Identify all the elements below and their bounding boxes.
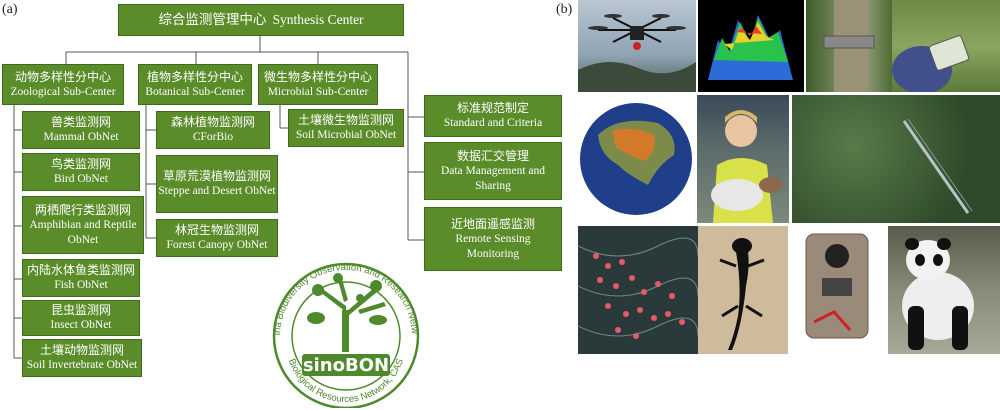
service-label-zh: 数据汇交管理 [456, 149, 529, 164]
obnet-box-bird: 鸟类监测网 Bird ObNet [22, 153, 140, 191]
lidar-point-cloud-icon [708, 15, 793, 80]
obnet-box-cforbio: 森林植物监测网 CForBio [156, 111, 270, 149]
obnet-box-fish: 内陆水体鱼类监测网 Fish ObNet [22, 259, 140, 297]
obnet-box-amphibian-reptile: 两栖爬行类监测网 Amphibian and Reptile ObNet [22, 196, 144, 254]
photo-field-device [892, 0, 1000, 92]
photo-salamander [698, 226, 788, 354]
photo-camera-trap [790, 226, 888, 354]
obnet-label-zh: 内陆水体鱼类监测网 [26, 263, 135, 278]
obnet-box-soil-microbial: 土壤微生物监测网 Soil Microbial ObNet [288, 109, 404, 147]
tree-trunk-icon [823, 0, 875, 92]
salamander-icon [719, 238, 765, 350]
obnet-box-insect: 昆虫监测网 Insect ObNet [22, 300, 140, 336]
canopy-crane-icon [902, 118, 973, 214]
zoological-subcenter-box: 动物多样性分中心 Zoological Sub-Center [2, 64, 124, 105]
obnet-box-steppe-desert: 草原荒漠植物监测网 Steppe and Desert ObNet [156, 155, 278, 213]
center-label-en: Synthesis Center [272, 11, 364, 27]
obnet-label-en: Forest Canopy ObNet [166, 239, 268, 252]
obnet-label-zh: 兽类监测网 [50, 115, 111, 130]
service-label-en: Standard and Criteria [443, 117, 543, 130]
photo-globe [578, 95, 694, 223]
obnet-label-en: Soil Invertebrate ObNet [26, 359, 138, 372]
camera-trap-icon [805, 233, 869, 339]
photo-panda [888, 226, 1000, 354]
obnet-label-zh: 林冠生物监测网 [174, 223, 259, 238]
panel-label-a: (a) [2, 2, 18, 17]
obnet-label-zh: 草原荒漠植物监测网 [162, 169, 271, 184]
obnet-label-zh: 两栖爬行类监测网 [34, 203, 131, 218]
obnet-box-forest-canopy: 林冠生物监测网 Forest Canopy ObNet [156, 219, 278, 257]
synthesis-center-box: 综合监测管理中心 Synthesis Center [118, 4, 404, 36]
obnet-label-zh: 鸟类监测网 [50, 157, 111, 172]
center-label-zh: 综合监测管理中心 [158, 11, 267, 27]
obnet-box-soil-invertebrate: 土壤动物监测网 Soil Invertebrate ObNet [22, 339, 142, 377]
obnet-box-mammal: 兽类监测网 Mammal ObNet [22, 111, 140, 149]
logo-name-text: sinoBON [303, 355, 389, 376]
panda-icon [902, 238, 974, 350]
obnet-label-zh: 土壤微生物监测网 [297, 113, 394, 128]
service-label-zh: 近地面遥感监测 [450, 217, 535, 232]
service-label-zh: 标准规范制定 [456, 101, 529, 116]
service-box-standard: 标准规范制定 Standard and Criteria [424, 95, 562, 137]
service-label-en: Remote Sensing Monitoring [455, 233, 531, 260]
subcenter-label-zh: 植物多样性分中心 [146, 69, 243, 84]
photo-drone [578, 0, 696, 92]
subcenter-label-en: Botanical Sub-Center [145, 85, 245, 98]
map-markers-icon [578, 237, 698, 339]
logo-tree-icon [307, 273, 387, 352]
photo-tree-sensor [806, 0, 892, 92]
logo-ring-top-text: China Biodiversity Observation and Resea… [258, 258, 420, 335]
obnet-label-en: Amphibian and Reptile ObNet [29, 219, 137, 246]
service-box-remote-sensing: 近地面遥感监测 Remote Sensing Monitoring [424, 207, 562, 271]
handheld-device-icon [892, 35, 970, 92]
obnet-label-en: Fish ObNet [54, 279, 108, 292]
obnet-label-en: Steppe and Desert ObNet [158, 185, 276, 198]
botanical-subcenter-box: 植物多样性分中心 Botanical Sub-Center [138, 64, 252, 105]
subcenter-label-en: Microbial Sub-Center [267, 85, 369, 98]
obnet-label-zh: 森林植物监测网 [170, 115, 255, 130]
service-label-en: Data Management and Sharing [440, 165, 546, 192]
photo-forest-canopy [792, 95, 1000, 223]
obnet-label-en: Soil Microbial ObNet [295, 129, 397, 142]
obnet-label-zh: 土壤动物监测网 [39, 343, 124, 358]
globe-icon [580, 103, 692, 215]
obnet-label-zh: 昆虫监测网 [50, 303, 111, 318]
sinobon-logo: China Biodiversity Observation and Resea… [258, 258, 420, 408]
subcenter-label-zh: 动物多样性分中心 [14, 69, 111, 84]
obnet-label-en: Insect ObNet [50, 319, 112, 332]
photo-researcher-bird [697, 95, 789, 223]
drone-icon [578, 14, 696, 92]
subcenter-label-zh: 微生物多样性分中心 [263, 69, 372, 84]
obnet-label-en: CForBio [192, 131, 234, 144]
obnet-label-en: Bird ObNet [54, 173, 108, 186]
panel-label-b: (b) [556, 2, 573, 17]
photo-lidar [698, 0, 804, 92]
logo-name-banner [302, 354, 390, 376]
person-icon [711, 110, 783, 223]
service-box-data-management: 数据汇交管理 Data Management and Sharing [424, 142, 562, 200]
photo-map-points [578, 226, 698, 354]
obnet-label-en: Mammal ObNet [43, 131, 119, 144]
subcenter-label-en: Zoological Sub-Center [10, 85, 116, 98]
microbial-subcenter-box: 微生物多样性分中心 Microbial Sub-Center [258, 64, 378, 105]
